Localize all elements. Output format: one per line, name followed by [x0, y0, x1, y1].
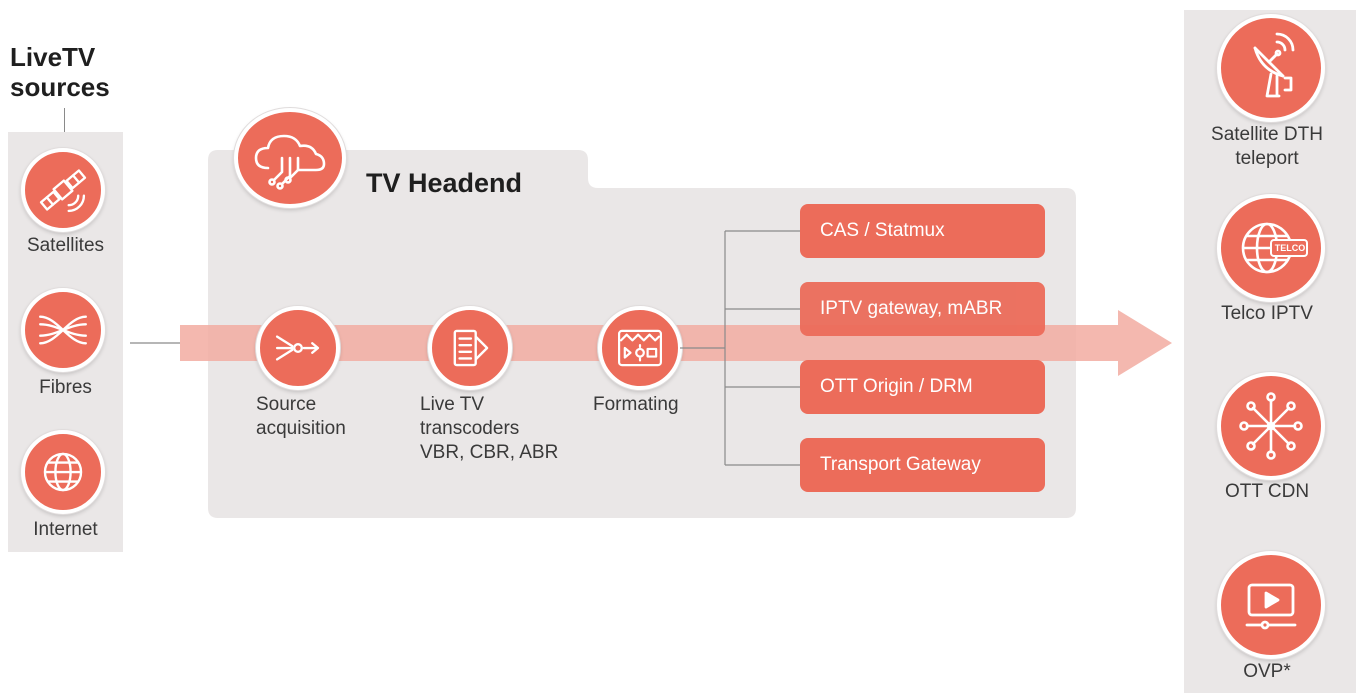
headend-title: TV Headend [366, 168, 523, 198]
satellite-icon [21, 148, 105, 232]
destination-label-satellite-dth: Satellite DTH teleport [1211, 124, 1323, 169]
output-transport-gateway: Transport Gateway [800, 438, 1045, 492]
telco-badge: TELCO [1274, 243, 1306, 253]
video-player-icon [1217, 551, 1325, 659]
output-iptv-gateway: IPTV gateway, mABR [800, 282, 1045, 336]
source-label-satellites: Satellites [26, 235, 105, 256]
step-label-formatting: Formating [593, 394, 679, 415]
output-ott-origin: OTT Origin / DRM [800, 360, 1045, 414]
step-label-transcoders: Live TV transcoders VBR, CBR, ABR [420, 394, 559, 463]
destination-label-ott-cdn: OTT CDN [1224, 481, 1310, 502]
source-label-fibres: Fibres [39, 377, 92, 398]
cloud-network-icon [234, 108, 346, 208]
transcoder-icon [428, 306, 512, 390]
sources-title: LiveTV sources [10, 42, 110, 102]
output-cas-statmux: CAS / Statmux [800, 204, 1045, 258]
globe-icon [21, 430, 105, 514]
telco-globe-icon: TELCO [1217, 194, 1325, 302]
satellite-dish-icon [1217, 14, 1325, 122]
fibre-icon [21, 288, 105, 372]
destination-label-telco-iptv: Telco IPTV [1221, 303, 1313, 324]
destination-label-ovp: OVP* [1243, 661, 1291, 682]
step-label-source-acquisition: Source acquisition [256, 394, 346, 439]
source-label-internet: Internet [33, 519, 98, 540]
sources-connector-line [64, 108, 65, 132]
source-acquisition-icon [256, 306, 340, 390]
network-hub-icon [1217, 372, 1325, 480]
